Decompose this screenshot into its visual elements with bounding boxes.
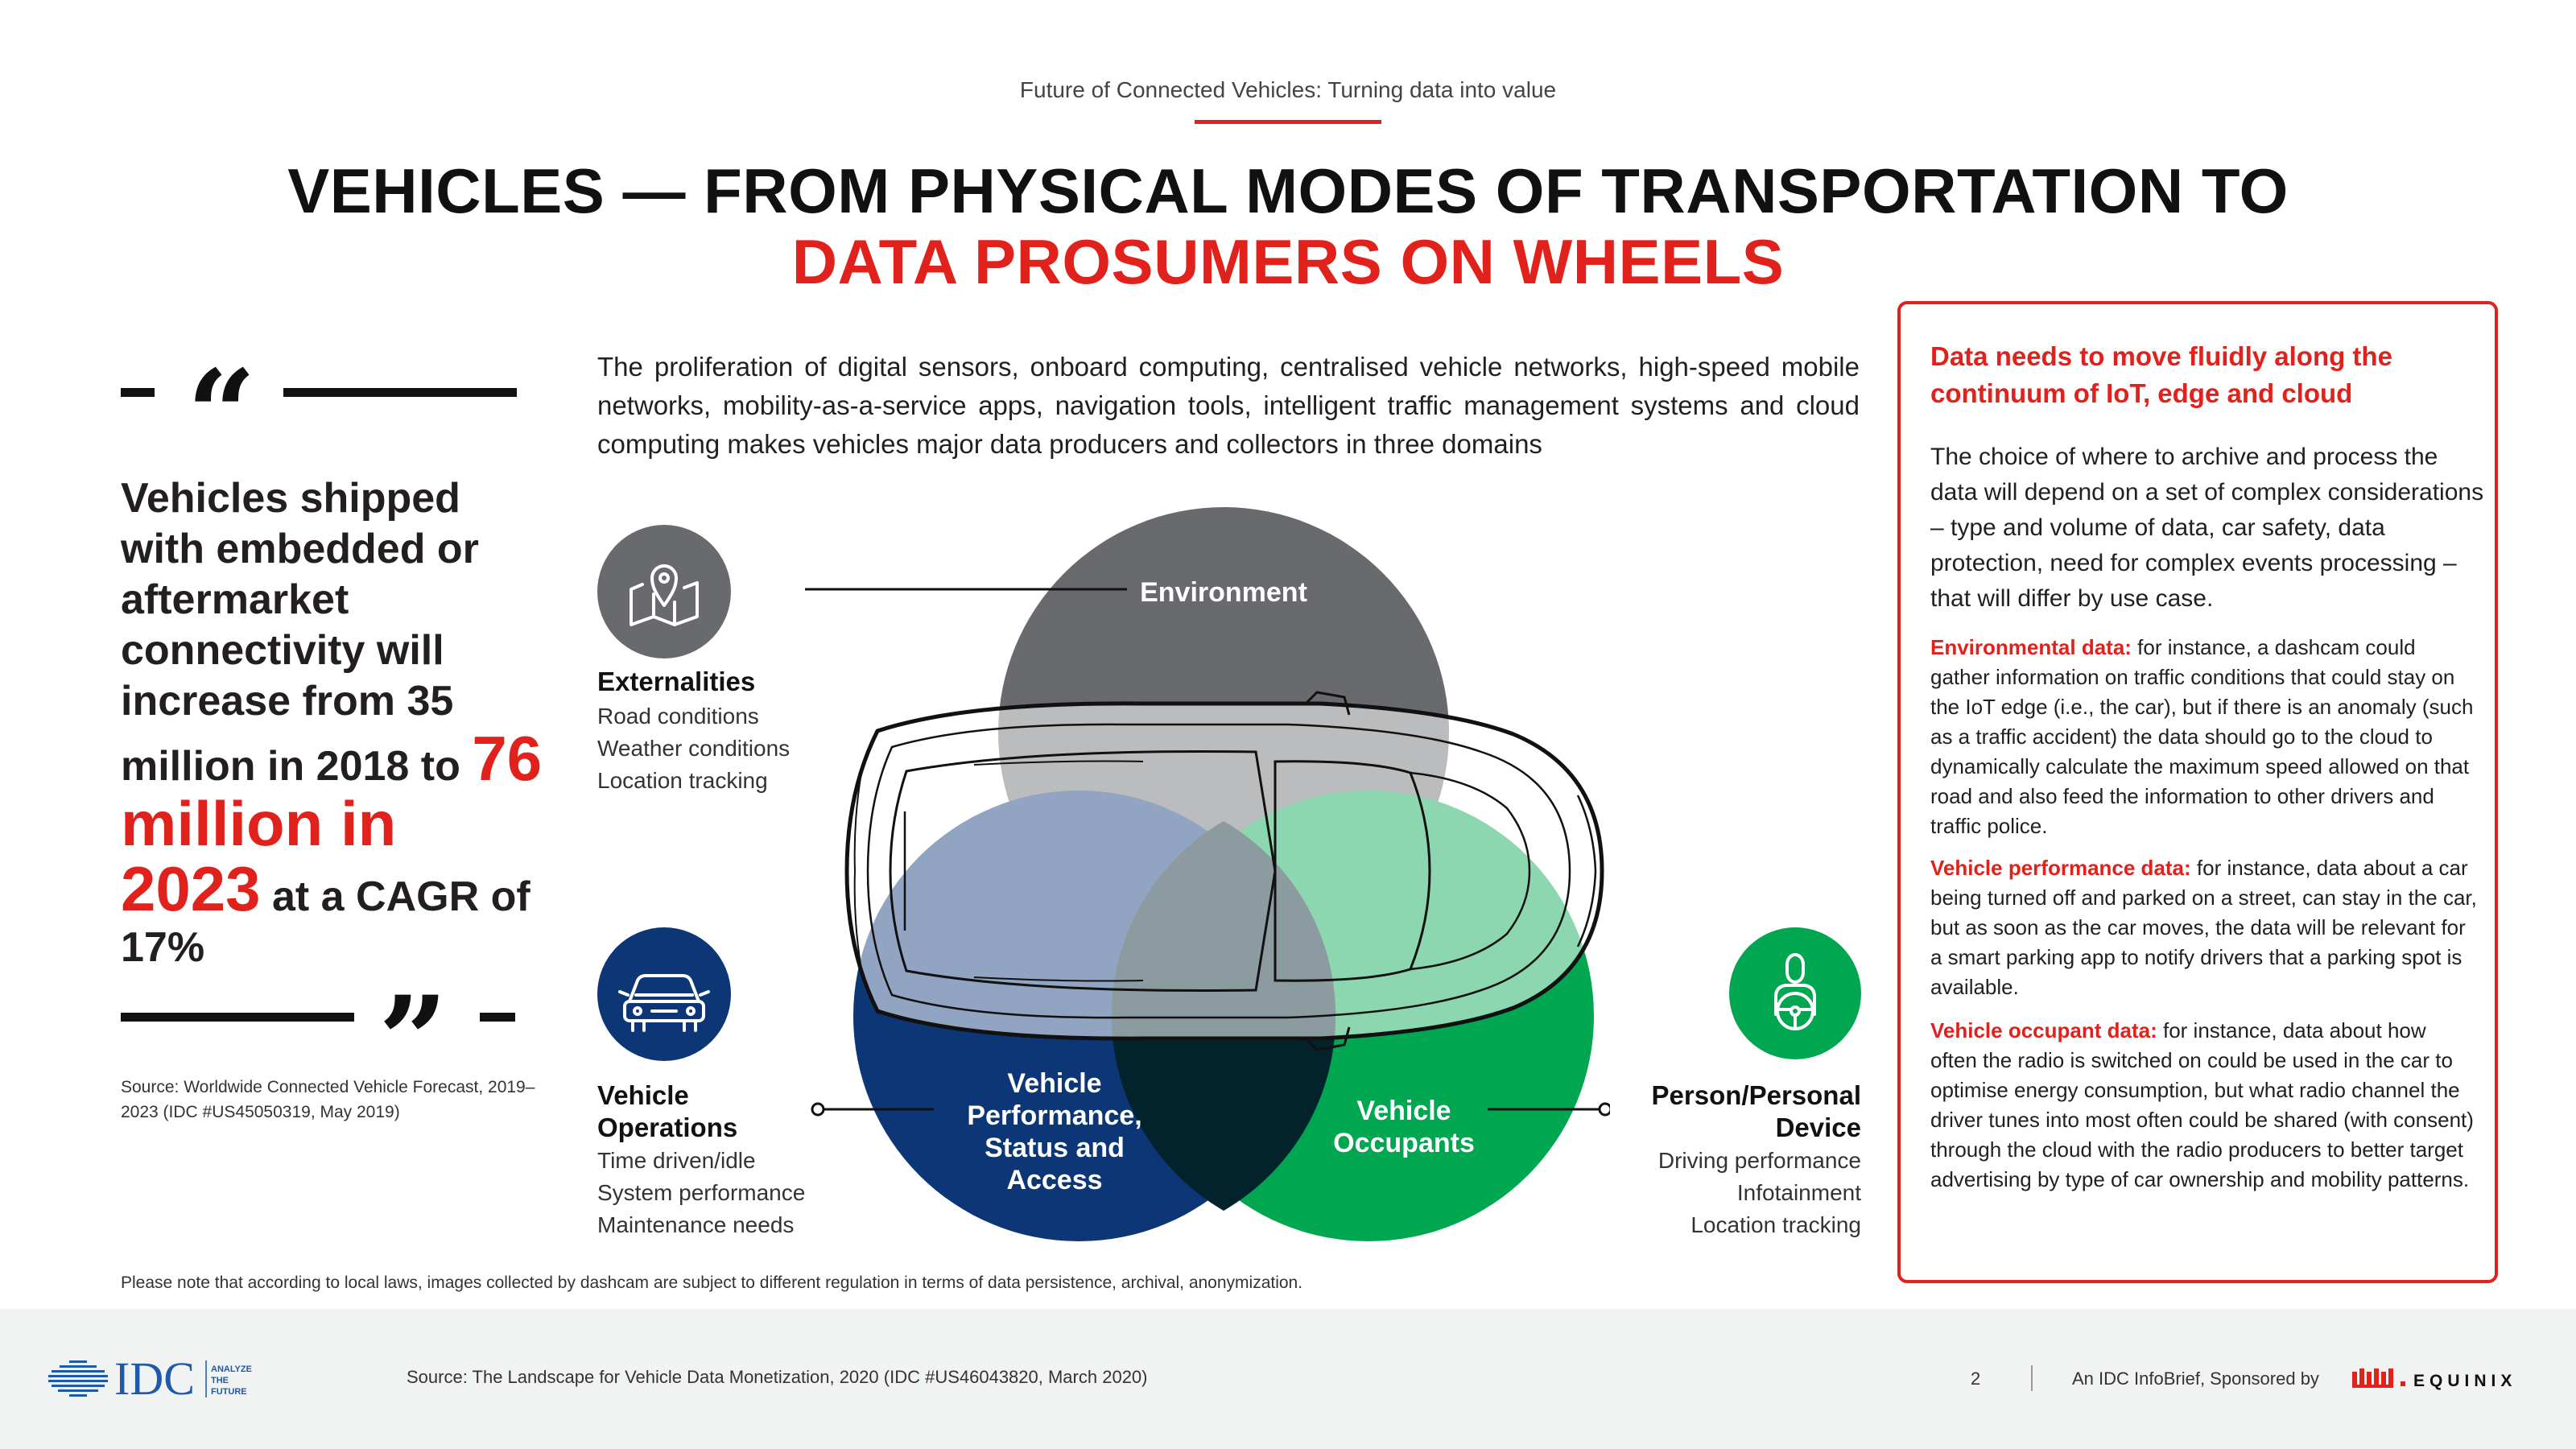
vehicle-operations-title-line1: Vehicle [597, 1080, 689, 1110]
page-title-line1: VEHICLES — FROM PHYSICAL MODES OF TRANSP… [287, 155, 2289, 226]
idc-globe-icon: IDC ANALYZE THE FUTURE [48, 1352, 252, 1405]
footer-source: Source: The Landscape for Vehicle Data M… [407, 1367, 1148, 1387]
idc-logo-text: IDC [114, 1352, 195, 1405]
info-box-heading: Data needs to move fluidly along the con… [1930, 341, 2392, 408]
idc-tagline-line1: ANALYZE [211, 1364, 252, 1374]
venn-label-vehicle-line4: Access [1006, 1165, 1103, 1195]
intro-paragraph: The proliferation of digital sensors, on… [597, 352, 1860, 459]
externalities-icon-circle [597, 525, 731, 658]
connector-lines [805, 588, 1610, 1117]
page-title-line2: DATA PROSUMERS ON WHEELS [791, 226, 1785, 297]
quote-rule-short-top [121, 388, 155, 397]
venn-label-occupants-line1: Vehicle [1356, 1096, 1451, 1126]
info-vehicle-occupant-text: for instance, data about how often the r… [1930, 1018, 2474, 1191]
quote-source: Source: Worldwide Connected Vehicle Fore… [121, 1078, 535, 1121]
quote-text-part2: at a CAGR of 17% [121, 873, 530, 971]
info-environmental-data: Environmental data: for instance, a dash… [1930, 633, 2478, 841]
footer-divider [2031, 1365, 2033, 1391]
person-device-item-3: Location tracking [1690, 1212, 1861, 1237]
equinix-logo: EQUINIX [2352, 1367, 2537, 1391]
externalities-item-2: Weather conditions [597, 736, 791, 761]
info-environmental-text: for instance, a dashcam could gather inf… [1930, 635, 2474, 838]
sponsor-text: An IDC InfoBrief, Sponsored by [2072, 1368, 2319, 1389]
venn-label-vehicle-line2: Performance, [967, 1100, 1142, 1131]
driver-icon [1774, 953, 1816, 1030]
venn-label-vehicle-line3: Status and [985, 1133, 1125, 1163]
info-box-intro: The choice of where to archive and proce… [1930, 444, 2484, 612]
venn-label-vehicle-performance: Vehicle Performance, Status and Access [934, 1067, 1175, 1196]
car-icon [618, 974, 710, 1032]
person-device-item-2: Infotainment [1736, 1180, 1861, 1205]
vehicle-operations-icon-circle [597, 927, 731, 1061]
quote-highlight: 76 million in 2023 [121, 723, 543, 924]
close-quote-icon: ” [378, 970, 448, 1112]
car-outline [844, 691, 1604, 1051]
equinix-mark-icon: EQUINIX [2352, 1368, 2516, 1390]
info-vehicle-performance-lead: Vehicle performance data: [1930, 856, 2191, 880]
person-device-icon-circle [1729, 927, 1861, 1059]
idc-logo: IDC ANALYZE THE FUTURE [48, 1349, 322, 1407]
subtitle-divider [1195, 120, 1381, 124]
quote-rule-short-bottom [480, 1013, 515, 1022]
person-device-title-line2: Device [1775, 1113, 1861, 1142]
info-box [1897, 301, 2498, 1283]
legal-note: Please note that according to local laws… [121, 1274, 1303, 1292]
venn-diagram [805, 507, 1610, 1241]
info-vehicle-occupant-data: Vehicle occupant data: for instance, dat… [1930, 1016, 2478, 1195]
venn-label-vehicle-line1: Vehicle [1007, 1068, 1102, 1099]
info-vehicle-performance-text: for instance, data about a car being tur… [1930, 856, 2477, 999]
quote-text: Vehicles shipped with embedded or afterm… [121, 473, 547, 973]
vehicle-operations-item-3: Maintenance needs [597, 1212, 795, 1237]
externalities-title: Externalities [597, 667, 756, 696]
externalities-item-1: Road conditions [597, 704, 759, 729]
externalities-item-3: Location tracking [597, 768, 768, 793]
info-environmental-lead: Environmental data: [1930, 635, 2132, 659]
vehicle-operations-item-1: Time driven/idle [597, 1148, 756, 1173]
open-quote-icon: “ [187, 344, 257, 485]
venn-label-environment: Environment [1140, 577, 1307, 608]
vehicle-operations-title-line2: Operations [597, 1113, 738, 1142]
quote-rule-long-top [283, 388, 517, 397]
quote-text-part1: Vehicles shipped with embedded or afterm… [121, 475, 479, 790]
info-vehicle-occupant-lead: Vehicle occupant data: [1930, 1018, 2157, 1042]
vehicle-operations-item-2: System performance [597, 1180, 806, 1205]
venn-label-occupants: Vehicle Occupants [1283, 1095, 1525, 1159]
person-device-item-1: Driving performance [1657, 1148, 1861, 1173]
page-number: 2 [1971, 1368, 1981, 1389]
map-pin-icon [630, 564, 699, 626]
quote-rule-long-bottom [121, 1013, 354, 1022]
person-device-title-line1: Person/Personal [1651, 1080, 1861, 1110]
idc-tagline-line3: FUTURE [211, 1387, 247, 1397]
equinix-logo-text: EQUINIX [2413, 1372, 2516, 1390]
venn-label-occupants-line2: Occupants [1333, 1128, 1475, 1158]
idc-tagline-line2: THE [211, 1376, 229, 1385]
info-vehicle-performance-data: Vehicle performance data: for instance, … [1930, 853, 2478, 1002]
report-subtitle: Future of Connected Vehicles: Turning da… [1019, 77, 1557, 102]
footer-bar [0, 1309, 2576, 1449]
